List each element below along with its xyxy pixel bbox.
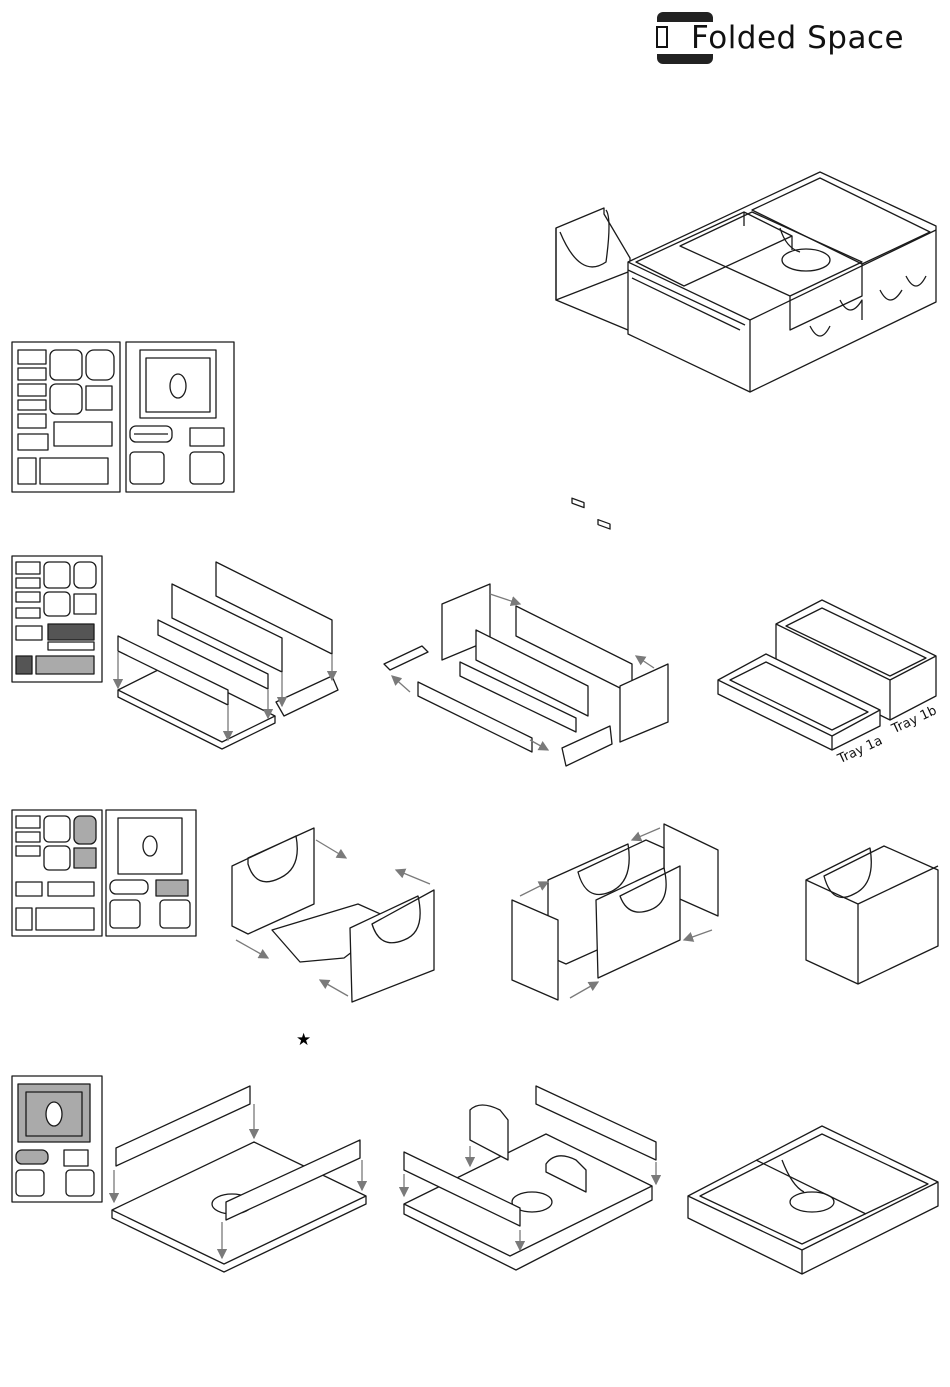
step-1-exploded-view: [118, 562, 338, 749]
finished-organizer: [556, 172, 936, 690]
step-2-exploded-view: [232, 828, 434, 1002]
step-1-sheet-thumbnail: [12, 556, 102, 682]
step-3-tray-2: [688, 1126, 938, 1274]
step-3-exploded-view: [112, 1086, 366, 1272]
step-2-card-holder: [806, 846, 938, 984]
step-1-intermediate-view: [384, 584, 668, 766]
step-3-intermediate-view: [404, 1086, 656, 1270]
sheet-set-overview: [12, 342, 234, 492]
star-icon: ★: [296, 1030, 311, 1050]
step-2-sheet-thumbnail: [12, 810, 196, 936]
step-3-sheet-thumbnail: [12, 1076, 102, 1202]
step-2-intermediate-view: [512, 824, 718, 1000]
